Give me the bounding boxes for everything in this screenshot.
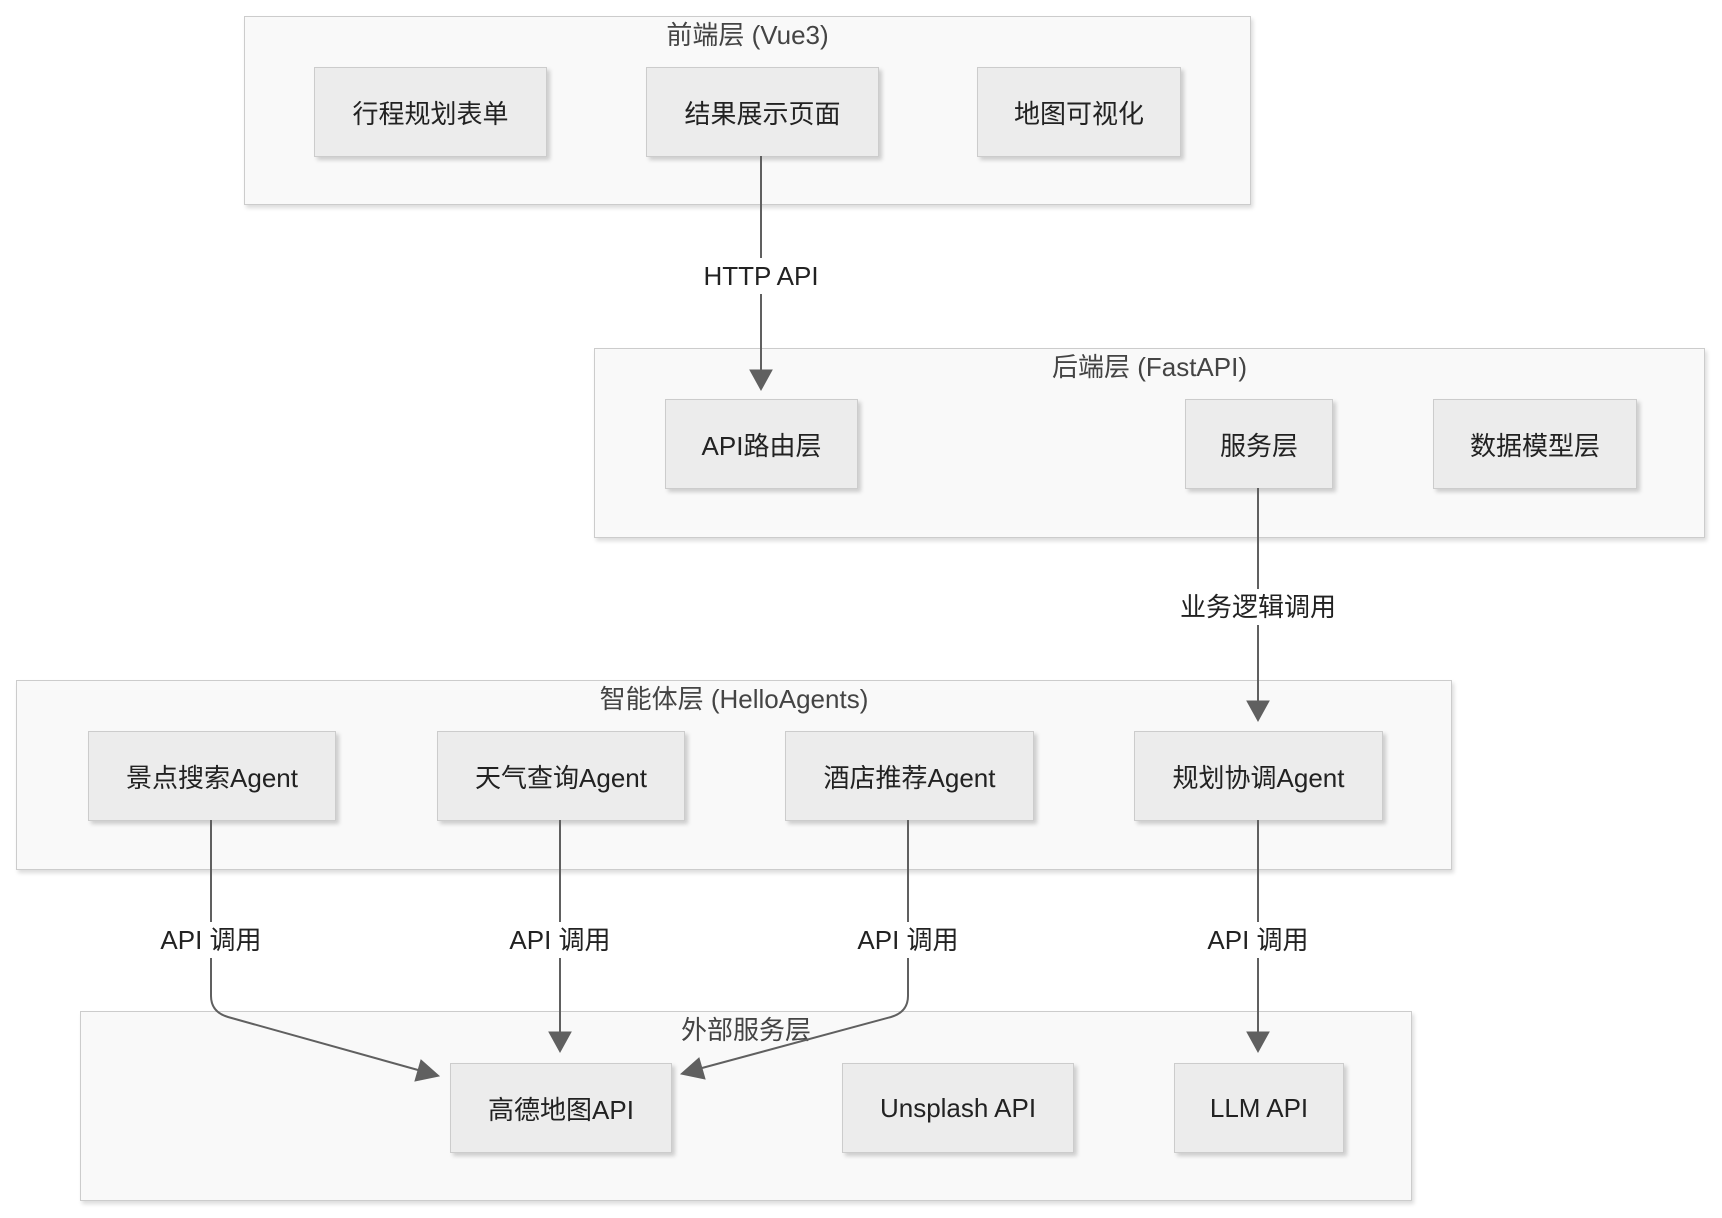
node-api-router-layer: API路由层: [665, 399, 858, 489]
edge-label-api-call: API 调用: [157, 922, 265, 958]
node-result-page: 结果展示页面: [646, 67, 879, 157]
backend-layer-group: 后端层 (FastAPI) API路由层 服务层 数据模型层: [594, 348, 1705, 538]
frontend-layer-group: 前端层 (Vue3) 行程规划表单 结果展示页面 地图可视化: [244, 16, 1251, 205]
edge-label-http-api: HTTP API: [700, 258, 822, 294]
agent-layer-group: 智能体层 (HelloAgents) 景点搜索Agent 天气查询Agent 酒…: [16, 680, 1452, 870]
node-amap-api: 高德地图API: [450, 1063, 672, 1153]
node-llm-api: LLM API: [1174, 1063, 1344, 1153]
node-map-visualization: 地图可视化: [977, 67, 1181, 157]
edge-label-api-call: API 调用: [854, 922, 962, 958]
node-itinerary-form: 行程规划表单: [314, 67, 547, 157]
node-weather-query-agent: 天气查询Agent: [437, 731, 685, 821]
node-service-layer: 服务层: [1185, 399, 1333, 489]
external-service-layer-group: 外部服务层 高德地图API Unsplash API LLM API: [80, 1011, 1412, 1201]
external-service-layer-title: 外部服务层: [680, 1015, 811, 1045]
node-unsplash-api: Unsplash API: [842, 1063, 1074, 1153]
edge-label-business-logic-call: 业务逻辑调用: [1176, 589, 1340, 625]
agent-layer-title: 智能体层 (HelloAgents): [599, 684, 869, 714]
backend-layer-title: 后端层 (FastAPI): [1051, 352, 1247, 382]
node-hotel-recommend-agent: 酒店推荐Agent: [785, 731, 1034, 821]
edge-label-api-call: API 调用: [506, 922, 614, 958]
node-data-model-layer: 数据模型层: [1433, 399, 1637, 489]
edge-label-api-call: API 调用: [1204, 922, 1312, 958]
frontend-layer-title: 前端层 (Vue3): [666, 20, 829, 50]
node-attraction-search-agent: 景点搜索Agent: [88, 731, 336, 821]
node-planning-coordinator-agent: 规划协调Agent: [1134, 731, 1383, 821]
